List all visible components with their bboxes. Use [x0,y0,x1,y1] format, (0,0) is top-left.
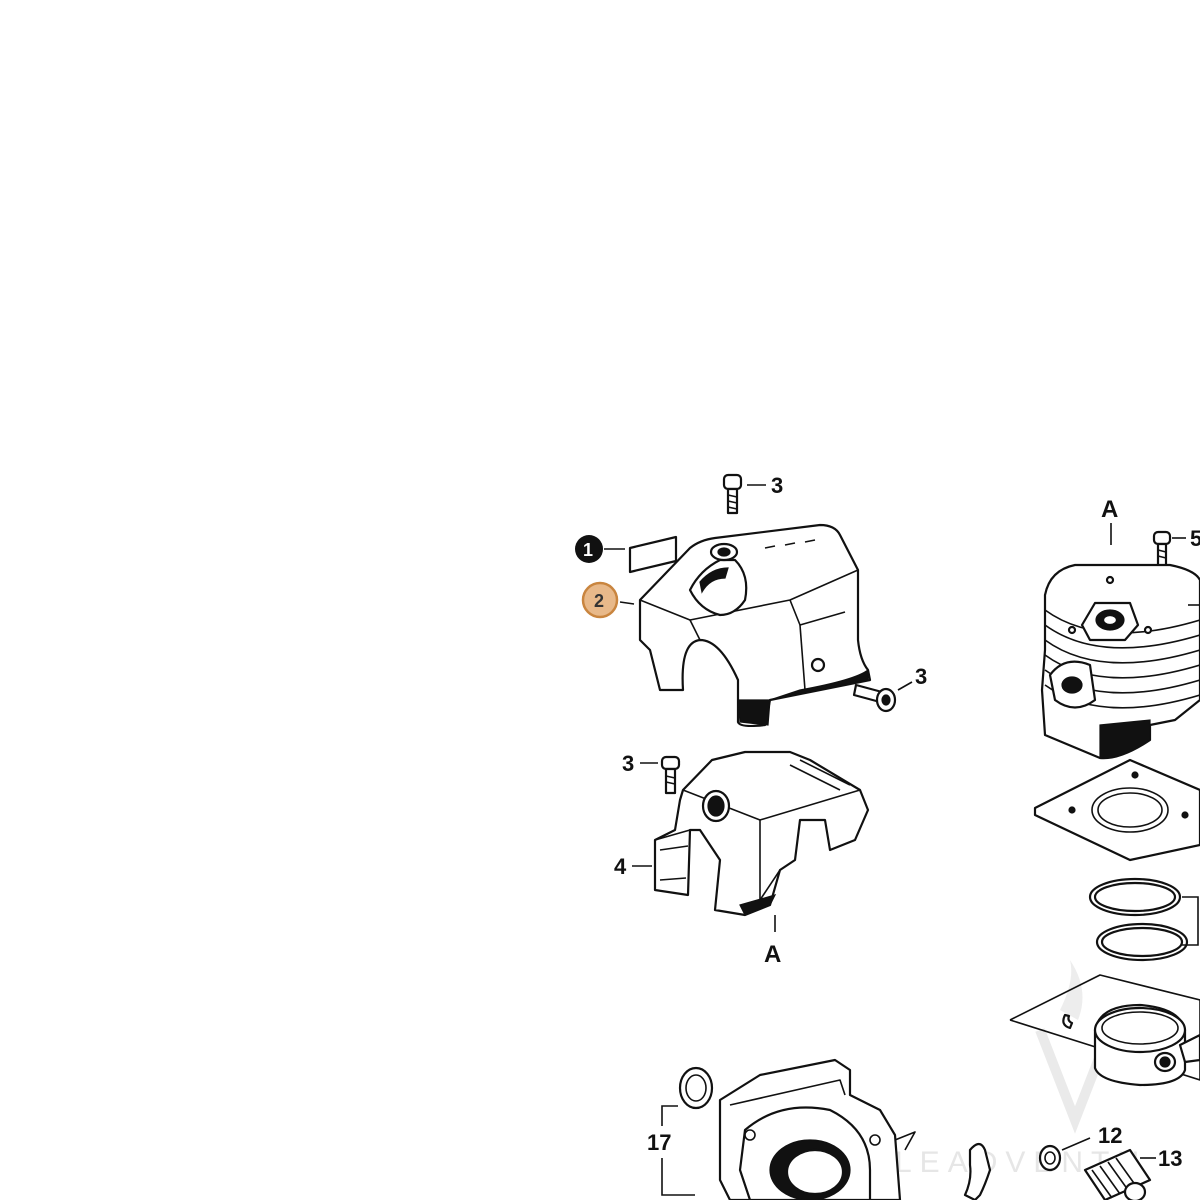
cylinder[interactable] [1040,563,1200,760]
callout-2-ring [581,581,619,619]
section-a-upper-label: A [1101,496,1118,523]
inner-baffle[interactable] [653,750,870,917]
callout-3-left[interactable]: 3 [622,751,634,776]
label-plate[interactable] [628,535,678,574]
piston-pin[interactable] [1123,1181,1147,1200]
thrust-washer[interactable] [1038,1144,1062,1172]
leader-17-top [661,1105,678,1126]
cylinder-shroud[interactable] [638,523,872,728]
crankcase[interactable] [718,1058,916,1200]
callout-2-badge [583,583,617,617]
callout-1[interactable]: 1 [575,535,603,563]
callout-1-badge [575,535,603,563]
callout-12[interactable]: 12 [1098,1123,1122,1148]
leader-17-bottom [661,1158,695,1196]
crankcase-gasket[interactable] [963,1142,992,1200]
callout-13[interactable]: 13 [1158,1146,1182,1171]
callout-2-label: 2 [594,591,604,611]
piston-rings[interactable] [1088,877,1189,962]
leader-12 [1061,1137,1091,1151]
section-a-lower-label: A [764,941,781,968]
needle-bearing[interactable] [1083,1148,1152,1200]
leader-3-right [897,681,913,691]
leader-2 [619,601,635,605]
callout-3-right[interactable]: 3 [915,664,927,689]
callout-17[interactable]: 17 [647,1130,671,1155]
screw-top[interactable] [722,473,743,515]
oil-seal[interactable] [678,1066,714,1110]
piston-assembly[interactable] [1009,974,1200,1087]
callout-4[interactable]: 4 [614,854,627,879]
callout-5[interactable]: 5 [1190,526,1200,551]
screw-item-5[interactable] [1152,530,1172,568]
rings-bracket [1182,896,1199,946]
screw-right[interactable] [852,683,897,713]
cylinder-gasket[interactable] [1033,758,1200,862]
callout-1-label: 1 [583,540,593,560]
screw-left[interactable] [660,755,681,795]
callout-2[interactable]: 2 [581,581,619,619]
callout-3-top[interactable]: 3 [771,473,783,498]
